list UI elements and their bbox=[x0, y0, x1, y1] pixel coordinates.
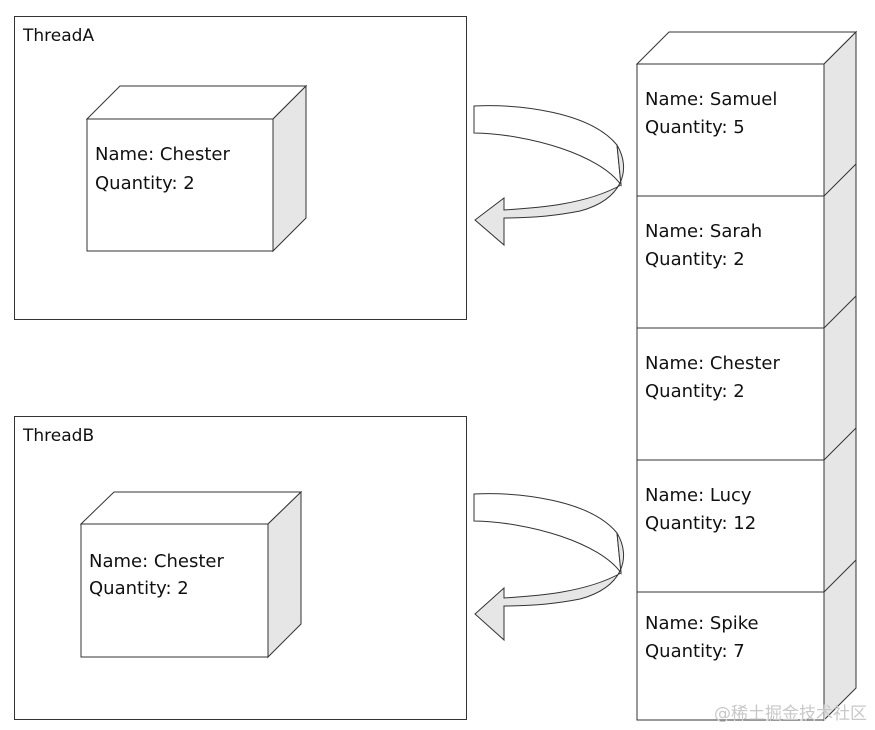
record-stack: Name: Samuel Quantity: 5 Name: Sarah Qua… bbox=[635, 30, 858, 722]
thread-a-label: ThreadA bbox=[23, 26, 95, 46]
stack-record-name: Name: Sarah bbox=[645, 221, 762, 242]
curved-arrow-icon bbox=[473, 105, 625, 247]
stack-record: Name: Chester Quantity: 2 bbox=[636, 327, 825, 461]
thread-b-item-quantity: Quantity: 2 bbox=[89, 578, 189, 599]
stack-record-quantity: Quantity: 5 bbox=[645, 117, 745, 138]
stack-record-quantity: Quantity: 12 bbox=[645, 513, 756, 534]
stack-record: Name: Sarah Quantity: 2 bbox=[636, 195, 825, 329]
stack-record-name: Name: Chester bbox=[645, 353, 780, 374]
thread-b-item-name: Name: Chester bbox=[89, 551, 224, 572]
thread-a-item-name: Name: Chester bbox=[95, 144, 230, 165]
stack-record-name: Name: Spike bbox=[645, 613, 759, 634]
stack-record-quantity: Quantity: 7 bbox=[645, 641, 745, 662]
curved-arrow-icon bbox=[473, 493, 625, 642]
stack-record-name: Name: Lucy bbox=[645, 485, 752, 506]
stack-record: Name: Samuel Quantity: 5 bbox=[636, 63, 825, 197]
thread-b-label: ThreadB bbox=[23, 426, 95, 446]
thread-a-item-box: Name: Chester Quantity: 2 bbox=[85, 84, 308, 253]
stack-record-quantity: Quantity: 2 bbox=[645, 381, 745, 402]
thread-a-item-quantity: Quantity: 2 bbox=[95, 173, 195, 194]
thread-b-item-box: Name: Chester Quantity: 2 bbox=[79, 490, 303, 659]
stack-record: Name: Spike Quantity: 7 bbox=[636, 591, 825, 721]
stack-record: Name: Lucy Quantity: 12 bbox=[636, 459, 825, 593]
stack-record-name: Name: Samuel bbox=[645, 89, 777, 110]
watermark: @稀土掘金技术社区 bbox=[714, 704, 867, 724]
stack-record-quantity: Quantity: 2 bbox=[645, 249, 745, 270]
